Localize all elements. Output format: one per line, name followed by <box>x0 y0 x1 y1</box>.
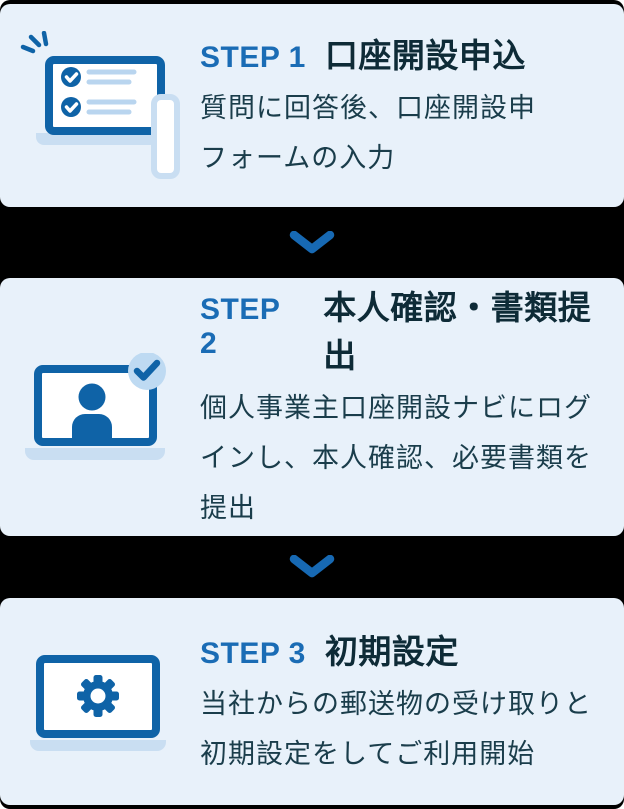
person-icon <box>72 383 112 438</box>
sparkle-icon <box>20 30 48 53</box>
step-connector-1 <box>0 207 624 278</box>
step-connector-2 <box>0 536 624 598</box>
step-description-line: 質問に回答後、口座開設申 <box>200 92 536 123</box>
step-label: STEP 2 <box>200 293 280 360</box>
step-label: STEP 3 <box>200 636 306 670</box>
identity-check-laptop-icon <box>25 353 166 460</box>
gear-icon <box>77 674 119 717</box>
gear-laptop-icon <box>30 654 166 751</box>
step-card-1: STEP 1 口座開設申込 質問に回答後、口座開設申 フォームの入力 <box>0 4 624 207</box>
step-2-heading: STEP 2 本人確認・書類提出 <box>200 281 620 377</box>
step-description: 当社からの郵送物の受け取りと 初期設定をしてご利用開始 <box>200 679 620 779</box>
step-description: 個人事業主口座開設ナビにログ インし、本人確認、必要書類を 提出 <box>200 383 620 533</box>
step-label: STEP 1 <box>200 40 306 74</box>
step-title: 本人確認・書類提出 <box>323 289 592 374</box>
step-2-icon-box <box>0 353 200 461</box>
checklist-laptop-icon <box>20 30 180 179</box>
step-description-line: 提出 <box>200 493 256 523</box>
step-3-text: STEP 3 初期設定 当社からの郵送物の受け取りと 初期設定をしてご利用開始 <box>200 625 624 779</box>
chevron-down-icon <box>289 555 335 578</box>
step-title: 初期設定 <box>324 632 459 670</box>
step-1-text: STEP 1 口座開設申込 質問に回答後、口座開設申 フォームの入力 <box>200 29 624 183</box>
step-card-3: STEP 3 初期設定 当社からの郵送物の受け取りと 初期設定をしてご利用開始 <box>0 598 624 805</box>
chevron-down-icon <box>289 230 335 253</box>
phone-icon <box>150 93 180 179</box>
step-card-2: STEP 2 本人確認・書類提出 個人事業主口座開設ナビにログ インし、本人確認… <box>0 278 624 536</box>
step-2-text: STEP 2 本人確認・書類提出 個人事業主口座開設ナビにログ インし、本人確認… <box>200 281 624 533</box>
step-description-line: インし、本人確認、必要書類を <box>200 443 592 473</box>
step-title: 口座開設申込 <box>324 36 526 74</box>
step-3-heading: STEP 3 初期設定 <box>200 625 620 673</box>
step-3-icon-box <box>0 652 200 752</box>
step-1-heading: STEP 1 口座開設申込 <box>200 29 620 77</box>
step-description-line: 個人事業主口座開設ナビにログ <box>200 393 592 423</box>
step-description-line: フォームの入力 <box>200 142 396 173</box>
check-badge-icon <box>128 353 166 390</box>
step-description: 質問に回答後、口座開設申 フォームの入力 <box>200 83 620 183</box>
step-description-line: 初期設定をしてご利用開始 <box>200 738 536 769</box>
step-description-line: 当社からの郵送物の受け取りと <box>200 688 592 719</box>
step-1-icon-box <box>0 30 200 181</box>
